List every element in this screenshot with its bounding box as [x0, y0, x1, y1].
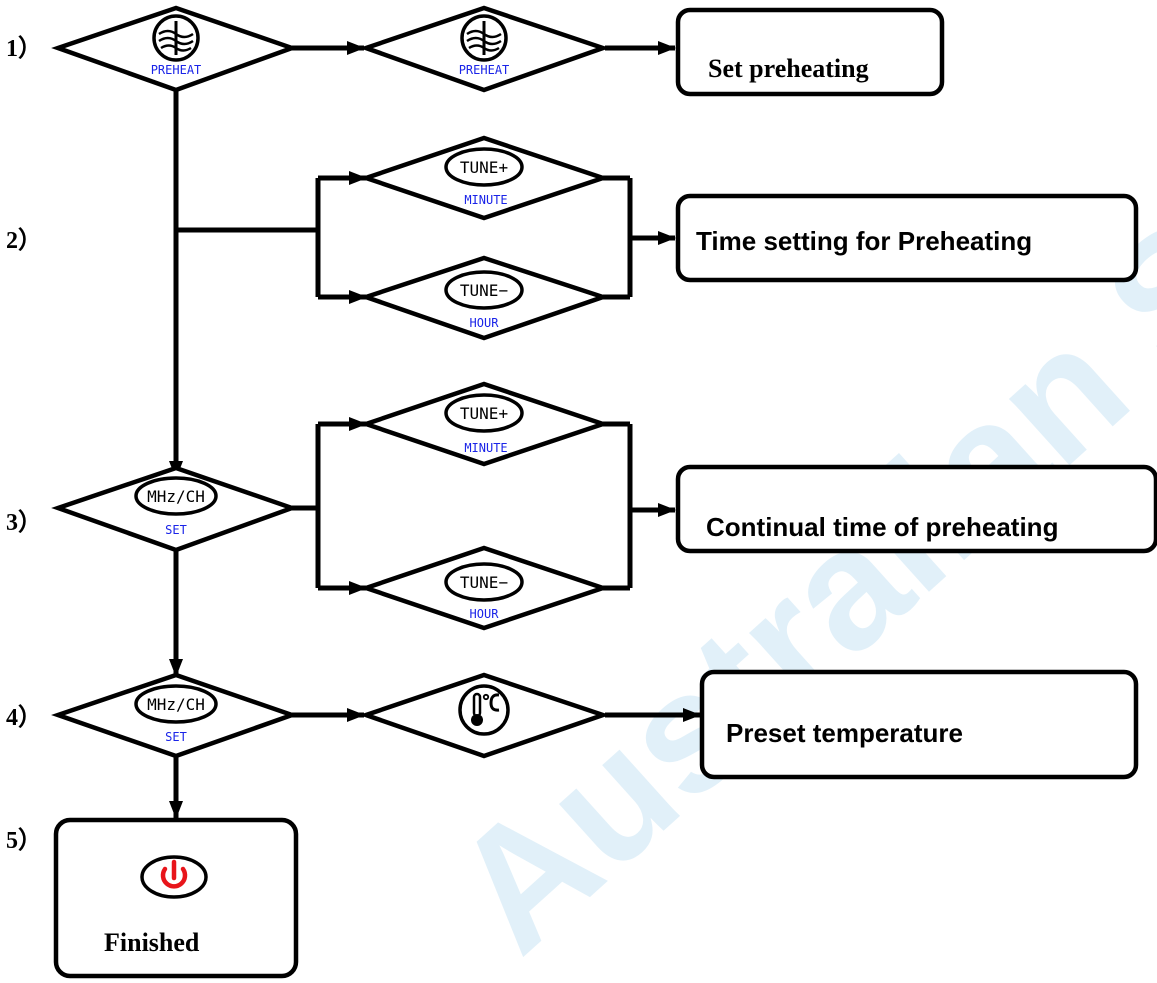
minute-label: MINUTE: [464, 441, 507, 455]
finished-box: Finished: [53, 817, 299, 979]
step-label-4: 4）: [6, 704, 42, 731]
thermometer-celsius-icon: [458, 684, 510, 736]
tune-plus-label: TUNE+: [460, 158, 508, 177]
set-label: SET: [165, 730, 187, 744]
tune-minus-label: TUNE−: [460, 281, 508, 300]
tune-plus-minute-diamond-3[interactable]: TUNE+ MINUTE: [358, 381, 611, 467]
hour-label: HOUR: [470, 316, 500, 330]
time-setting-label: Time setting for Preheating: [696, 226, 1032, 256]
tune-plus-label: TUNE+: [460, 404, 508, 423]
step-label-1: 1）: [6, 35, 42, 62]
tune-minus-label: TUNE−: [460, 573, 508, 592]
set-label: SET: [165, 523, 187, 537]
set-preheating-box: Set preheating: [675, 7, 945, 97]
hour-label: HOUR: [470, 607, 500, 621]
heater-icon: [152, 14, 200, 62]
preheat-diamond-1[interactable]: PREHEAT: [51, 5, 299, 93]
mhz-ch-label: MHz/CH: [147, 695, 205, 714]
step-label-5: 5）: [6, 827, 42, 854]
preheat-diamond-2[interactable]: PREHEAT: [359, 5, 610, 93]
heater-icon: [460, 14, 508, 62]
continual-time-label: Continual time of preheating: [706, 512, 1058, 542]
tune-plus-minute-diamond-2[interactable]: TUNE+ MINUTE: [358, 135, 611, 221]
temperature-diamond[interactable]: [359, 672, 610, 759]
preset-temperature-box: Preset temperature: [699, 669, 1139, 780]
mhz-ch-set-diamond-3[interactable]: MHz/CH SET: [51, 465, 299, 553]
minute-label: MINUTE: [464, 193, 507, 207]
time-setting-box: Time setting for Preheating: [675, 193, 1139, 283]
set-preheating-label: Set preheating: [708, 54, 869, 83]
tune-minus-hour-diamond-3[interactable]: TUNE− HOUR: [358, 545, 611, 631]
mhz-ch-set-diamond-4[interactable]: MHz/CH SET: [51, 672, 299, 759]
preset-temperature-label: Preset temperature: [726, 718, 963, 748]
step-label-2: 2）: [6, 227, 42, 254]
power-icon[interactable]: [140, 855, 208, 899]
preheat-label: PREHEAT: [151, 63, 202, 77]
continual-time-box: Continual time of preheating: [675, 464, 1157, 554]
step-label-3: 3）: [6, 509, 42, 536]
mhz-ch-label: MHz/CH: [147, 487, 205, 506]
finished-label: Finished: [104, 928, 200, 957]
tune-minus-hour-diamond-2[interactable]: TUNE− HOUR: [358, 255, 611, 341]
preheat-label: PREHEAT: [459, 63, 510, 77]
